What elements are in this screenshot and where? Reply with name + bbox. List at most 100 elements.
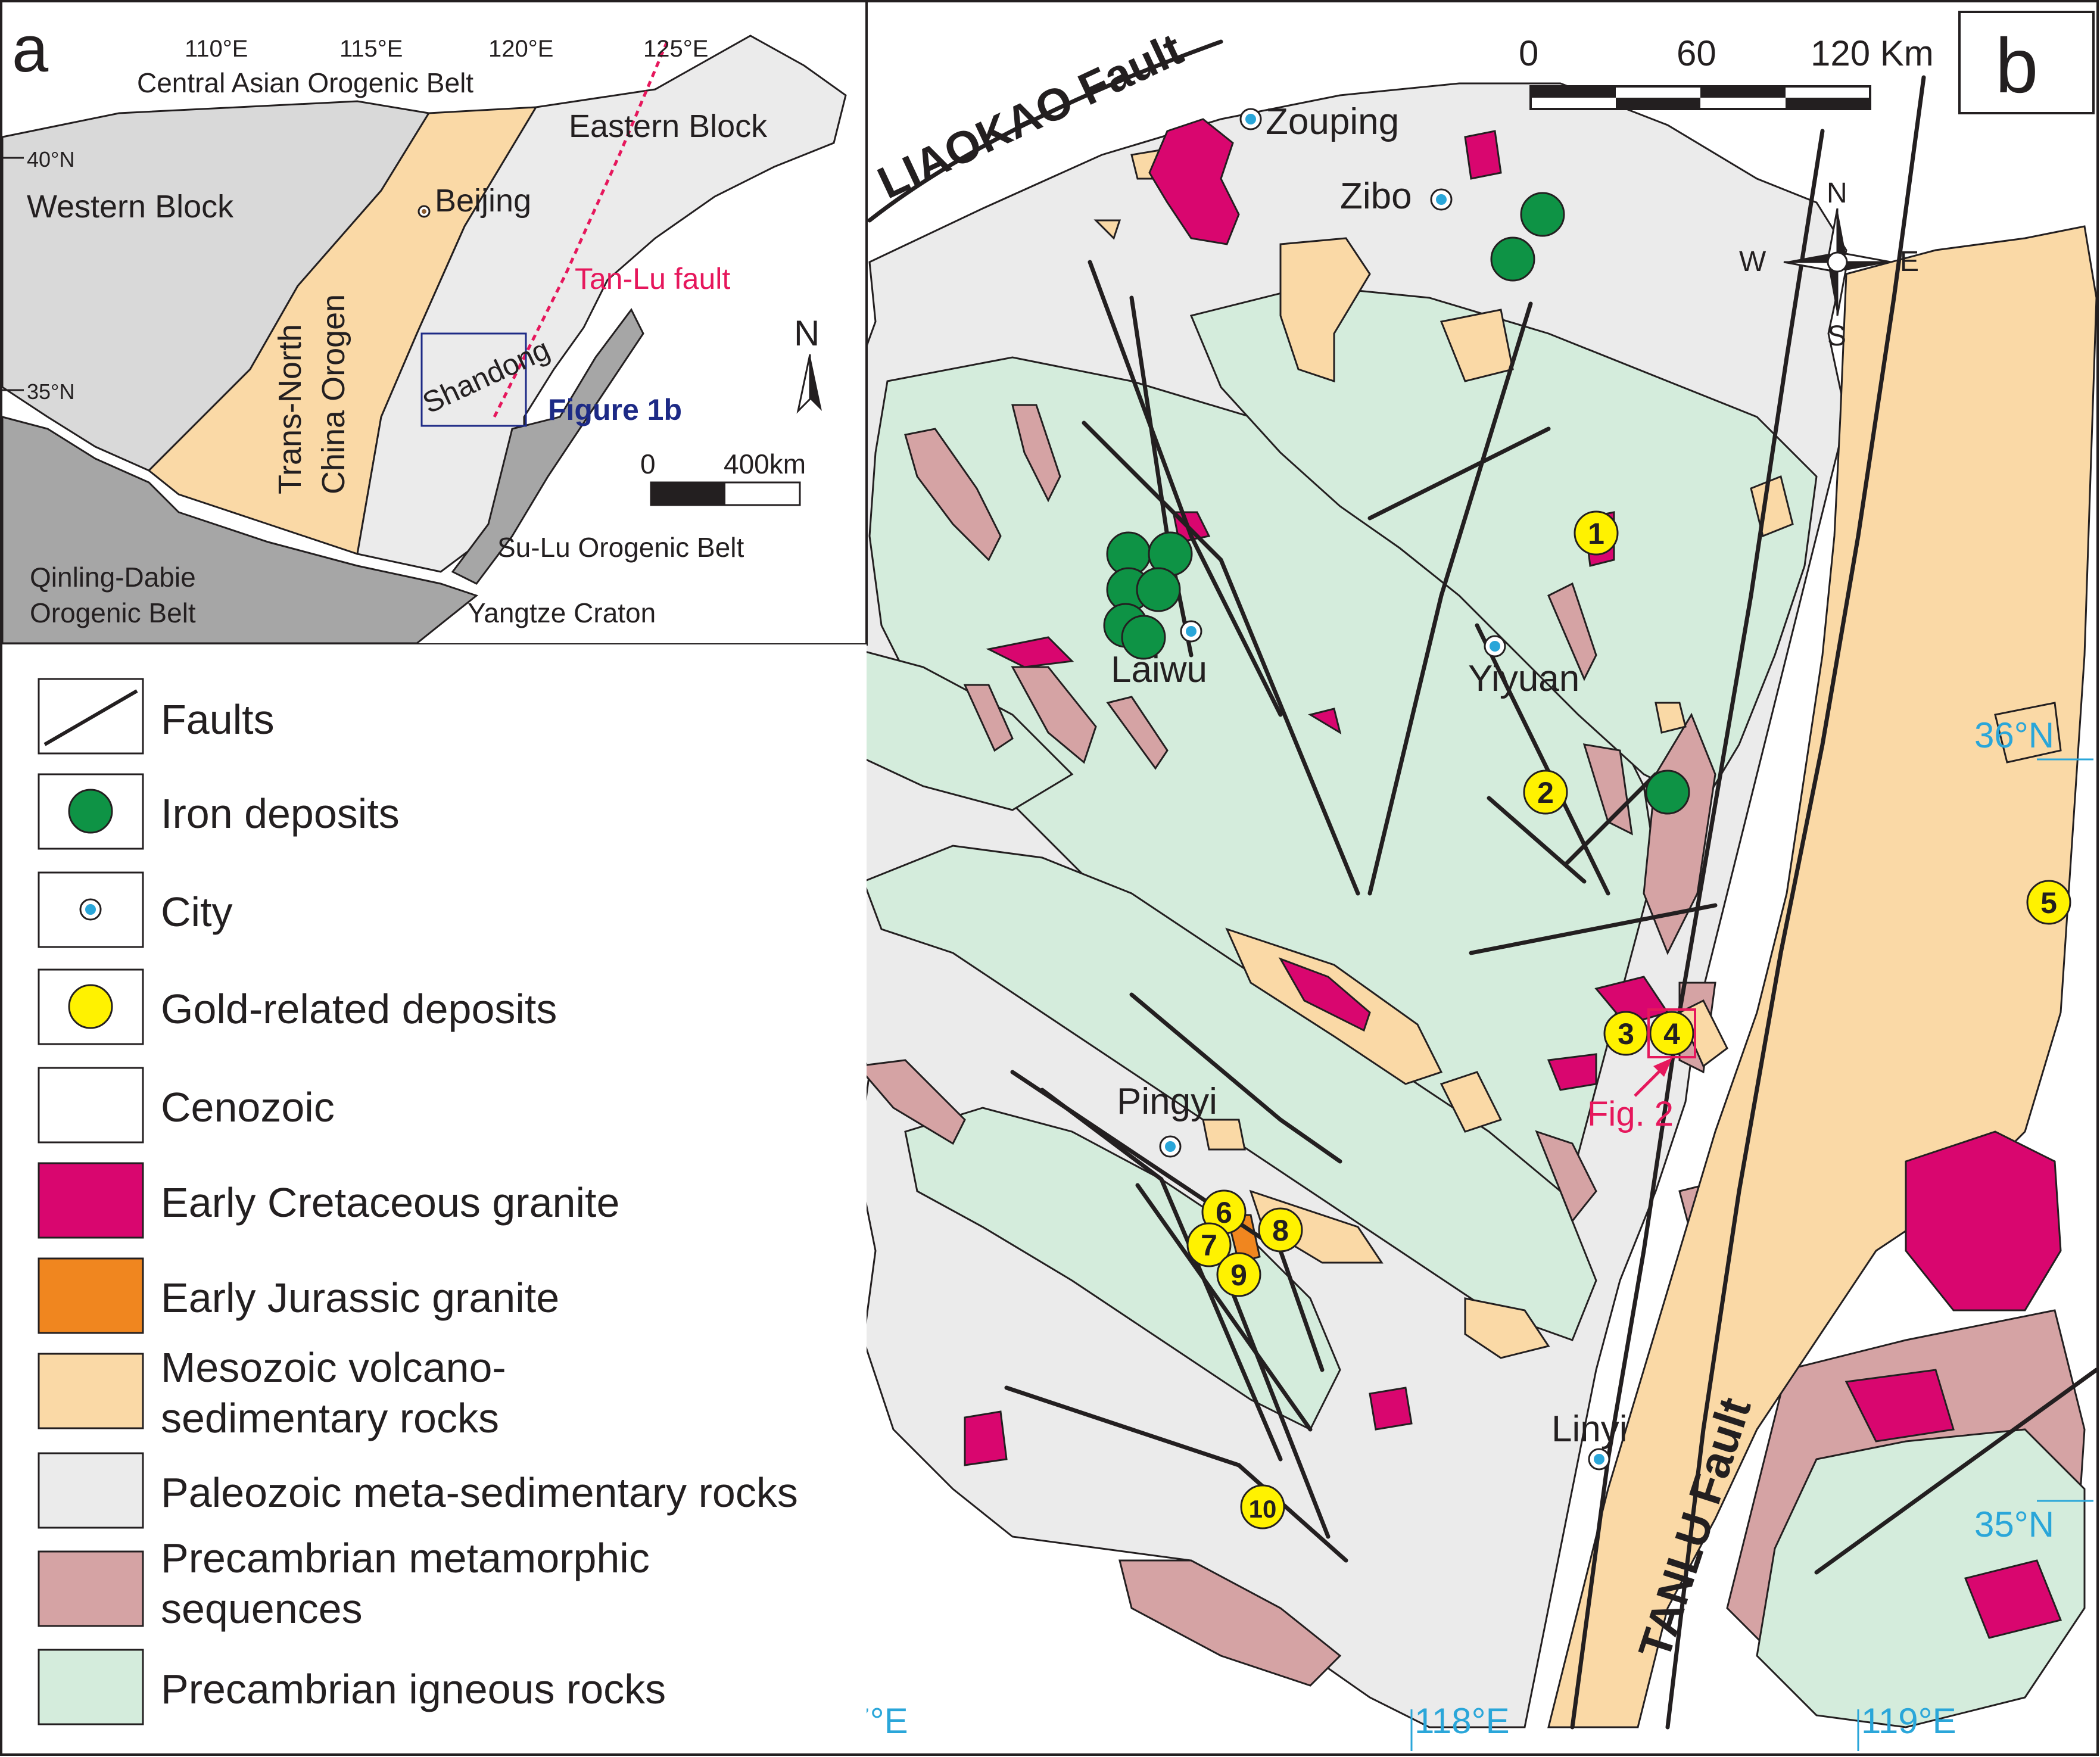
city-zibo-marker xyxy=(1430,188,1453,211)
legend-gold-label: Gold-related deposits xyxy=(161,986,557,1032)
iron-deposits xyxy=(1103,192,1690,815)
panel-a-inset: a 110°E 115°E 120°E 125°E 40°N 35°N Cent… xyxy=(0,0,868,646)
svg-text:3: 3 xyxy=(1618,1017,1634,1051)
qinling-label-1: Qinling-Dabie xyxy=(30,562,196,593)
tanlu-fault-dotted xyxy=(493,41,669,418)
faults xyxy=(867,39,2099,1730)
svg-text:9: 9 xyxy=(1230,1258,1247,1292)
cities: Zouping Zibo Laiwu Yiyuan Pingyi Linyi xyxy=(1111,101,1628,1471)
compass-n: N xyxy=(1827,177,1847,209)
scale-end: 120 Km xyxy=(1811,33,1934,73)
compass-rose-icon xyxy=(1783,208,1892,316)
city-linyi-marker xyxy=(1588,1448,1610,1471)
city-pingyi-label: Pingyi xyxy=(1117,1081,1217,1122)
city-linyi-label: Linyi xyxy=(1551,1409,1628,1450)
gold-deposit-1: 1 xyxy=(1574,510,1619,556)
compass-e: E xyxy=(1900,246,1919,278)
lon-115: 115°E xyxy=(339,36,403,62)
lat-35: 35°N xyxy=(1974,1504,2054,1544)
legend-precambrian-meta-label-1: Precambrian metamorphic xyxy=(161,1535,650,1581)
figure-1b-label: Figure 1b xyxy=(548,393,682,426)
legend: Faults Iron deposits City Gold-related d… xyxy=(0,644,867,1752)
compass-w: W xyxy=(1739,246,1766,278)
city-zouping-label: Zouping xyxy=(1266,101,1399,142)
liaokao-fault xyxy=(867,39,1223,223)
lon-118: 118°E xyxy=(1414,1701,1510,1741)
beijing-label: Beijing xyxy=(435,183,531,219)
gold-deposit-5: 5 xyxy=(2026,880,2071,925)
lon-125: 125°E xyxy=(643,36,708,62)
iron-deposit xyxy=(1136,567,1181,612)
gold-deposit-7: 7 xyxy=(1186,1222,1232,1267)
iron-deposit xyxy=(1645,770,1690,815)
iron-deposit xyxy=(1490,236,1535,282)
svg-text:6: 6 xyxy=(1216,1196,1232,1229)
inset-scale-zero: 0 xyxy=(640,448,656,479)
inset-scale-end: 400km xyxy=(724,448,806,479)
legend-iron-label: Iron deposits xyxy=(161,790,400,837)
yangtze-label: Yangtze Craton xyxy=(468,597,656,628)
precambrian-igneous-lower-right xyxy=(1756,1428,2086,1728)
lon-119: 119°E xyxy=(1861,1701,1956,1741)
gold-deposit-10: 10 xyxy=(1240,1484,1285,1529)
city-laiwu-label: Laiwu xyxy=(1111,649,1207,690)
legend-mesozoic-label-2: sedimentary rocks xyxy=(161,1395,499,1441)
compass-s: S xyxy=(1827,320,1846,352)
lat-35: 35°N xyxy=(27,379,74,404)
legend-cenozoic-swatch xyxy=(38,1067,144,1144)
city-pingyi-marker xyxy=(1159,1135,1182,1158)
city-zibo-label: Zibo xyxy=(1340,176,1412,217)
precambrian-igneous-band-3 xyxy=(862,845,1597,1341)
inset-north: N xyxy=(794,313,820,353)
legend-cenozoic-label: Cenozoic xyxy=(161,1084,335,1130)
north-arrow-icon xyxy=(810,354,822,411)
gold-deposit-6: 6 xyxy=(1201,1189,1247,1235)
qinling-label-2: Orogenic Belt xyxy=(30,597,196,628)
legend-mesozoic-label-1: Mesozoic volcano- xyxy=(161,1344,506,1391)
gold-deposit-4: 4 xyxy=(1649,1011,1694,1056)
gold-deposit-3: 3 xyxy=(1603,1011,1649,1056)
gold-deposit-2: 2 xyxy=(1523,770,1568,815)
gold-deposit-9: 9 xyxy=(1216,1252,1261,1297)
svg-text:7: 7 xyxy=(1201,1229,1217,1262)
iron-deposit xyxy=(1121,615,1166,660)
legend-faults-label: Faults xyxy=(161,696,275,743)
svg-text:1: 1 xyxy=(1588,517,1604,550)
scale-mid: 60 xyxy=(1677,33,1716,73)
legend-city-label: City xyxy=(161,889,233,935)
eastern-block-shape xyxy=(356,35,847,573)
legend-precambrian-meta-label-2: sequences xyxy=(161,1585,363,1632)
cretaceous-granite-patches xyxy=(964,118,2062,1639)
panel-b-label: b xyxy=(1995,22,2038,109)
city-laiwu-marker xyxy=(1180,620,1202,643)
city-yiyuan-label: Yiyuan xyxy=(1468,658,1579,699)
lat-40: 40°N xyxy=(27,147,74,172)
legend-iron-swatch xyxy=(38,773,144,850)
legend-jurassic-swatch xyxy=(38,1257,144,1334)
panel-b-scale-bar: 0 60 120 Km xyxy=(1519,33,1934,110)
city-zouping-marker xyxy=(1239,108,1262,130)
gold-deposit-8: 8 xyxy=(1258,1207,1303,1253)
legend-cretaceous-label: Early Cretaceous granite xyxy=(161,1179,619,1226)
legend-precambrian-igneous-label: Precambrian igneous rocks xyxy=(161,1666,666,1712)
western-block: Western Block xyxy=(27,189,234,225)
legend-gold-swatch xyxy=(38,968,144,1045)
fig2-label: Fig. 2 xyxy=(1587,1095,1674,1133)
china-orogen-label: China Orogen xyxy=(316,294,351,494)
lat-36: 36°N xyxy=(1974,715,2054,755)
legend-city-swatch xyxy=(38,871,144,948)
legend-faults-swatch xyxy=(38,678,144,755)
svg-text:8: 8 xyxy=(1272,1214,1289,1247)
trans-north-label: Trans-North xyxy=(272,324,308,494)
figure-1b-box xyxy=(420,332,527,427)
fig2-box xyxy=(1647,1008,1696,1058)
legend-precambrian-meta-swatch xyxy=(38,1550,144,1627)
tanlu-label: Tan-Lu fault xyxy=(575,262,730,295)
qinling-dabie-shape xyxy=(1,416,479,644)
tanlu-fault-east xyxy=(1665,75,1926,1730)
legend-paleozoic-label: Paleozoic meta-sedimentary rocks xyxy=(161,1469,798,1516)
iron-deposit xyxy=(1520,192,1565,237)
legend-precambrian-igneous-swatch xyxy=(38,1649,144,1725)
eastern-block: Eastern Block xyxy=(569,108,768,144)
